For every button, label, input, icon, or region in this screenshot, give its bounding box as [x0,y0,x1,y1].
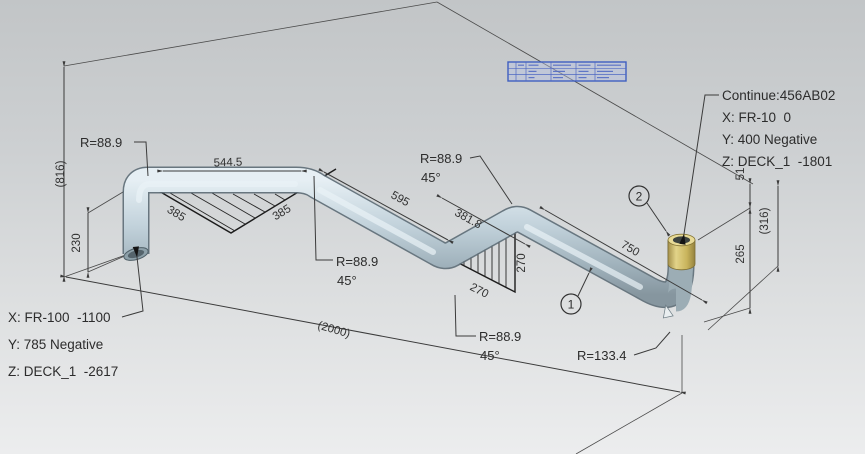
title-table [507,61,627,82]
dim-end-top: 51 [735,168,747,181]
bend4-radius-label: R=88.9 [479,329,521,344]
leader-lines [121,94,719,356]
bend2-angle-label: 45° [421,170,441,185]
dim-overall-height: (816) [55,160,67,187]
dim-top-run: 544.5 [213,157,242,170]
title-table-text-marks [518,64,621,79]
dim-offset-vertical: 270 [516,253,528,272]
coordinate-block-end: Continue:456AB02 X: FR-10 0 Y: 400 Negat… [722,88,835,169]
start-x-label: X: FR-100 -1100 [8,310,111,325]
balloon-1-number: 1 [568,298,575,312]
continue-label: Continue:456AB02 [722,88,835,103]
dim-end-height: (316) [759,207,771,234]
bend2-radius-label: R=88.9 [420,151,462,166]
coordinate-block-start: X: FR-100 -1100 Y: 785 Negative Z: DECK_… [8,310,118,379]
balloon-2-number: 2 [636,190,643,204]
dim-start-leg: 230 [71,233,83,252]
bend1-radius-label: R=88.9 [80,135,122,150]
bend3-radius-label: R=88.9 [336,254,378,269]
dimension-lines [60,61,780,395]
end-y-label: Y: 400 Negative [722,132,817,147]
start-y-label: Y: 785 Negative [8,337,103,352]
start-z-label: Z: DECK_1 -2617 [8,364,118,379]
pipe-coupling [667,233,696,271]
bend3-angle-label: 45° [337,273,357,288]
bend4-angle-label: 45° [480,348,500,363]
end-x-label: X: FR-10 0 [722,110,791,125]
balloon-1: 1 [560,293,582,315]
dim-end-drop: 265 [735,244,747,263]
end-z-label: Z: DECK_1 -1801 [722,154,832,169]
bend5-radius-label: R=133.4 [577,348,627,363]
balloon-2: 2 [628,185,650,207]
